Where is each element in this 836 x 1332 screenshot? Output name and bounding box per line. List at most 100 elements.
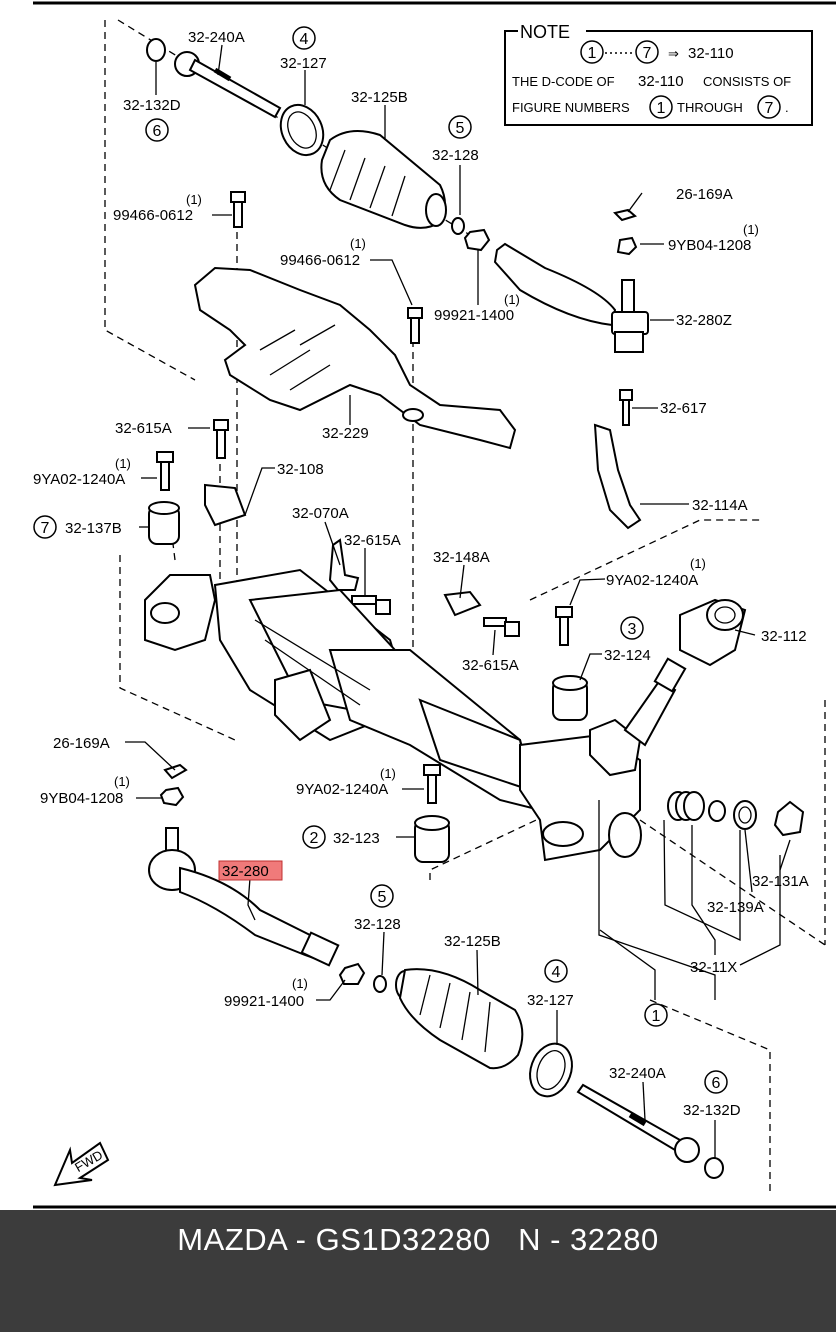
seal-ring xyxy=(708,800,726,822)
highlight-box-32-280 xyxy=(218,860,283,881)
heat-shield xyxy=(193,266,517,450)
bolt-32-615A-b xyxy=(351,595,391,615)
callout-2: 2 xyxy=(310,830,319,847)
qty-9YB04-top: (1) xyxy=(743,222,759,237)
label-32-229: 32-229 xyxy=(322,425,369,442)
bolt-9YA02-c xyxy=(423,764,441,804)
fwd-arrow-icon: FWD xyxy=(53,1141,110,1187)
label-32-112: 32-112 xyxy=(761,628,807,645)
part-number-caption: MAZDA - GS1D32280 N - 32280 xyxy=(177,1222,659,1257)
label-32-127-top: 32-127 xyxy=(280,55,327,72)
note-box: NOTE 1 7 ⇒ 32-110 THE D-CODE OF 32-110 C… xyxy=(504,22,813,126)
qty-9YA02-c: (1) xyxy=(380,766,396,781)
nut-99921-bottom xyxy=(338,962,366,985)
nut-9YB04-bottom xyxy=(159,786,185,807)
qty-99921-bottom: (1) xyxy=(292,976,308,991)
dash-guide-5 xyxy=(169,519,176,561)
label-9YB04-bottom: 9YB04-1208 xyxy=(40,790,123,807)
callout-1: 1 xyxy=(652,1008,661,1025)
band-clamp-top xyxy=(279,103,325,157)
steering-gear-assembly xyxy=(144,568,687,862)
nut-9YB04-top xyxy=(616,236,638,256)
band-clamp-bottom xyxy=(529,1042,573,1098)
label-32-128-top: 32-128 xyxy=(432,147,479,164)
clip-bottom xyxy=(373,975,387,993)
label-32-148A: 32-148A xyxy=(433,549,490,566)
inner-tie-rod-bottom xyxy=(576,1083,700,1163)
label-32-131A: 32-131A xyxy=(752,873,809,890)
cotter-pin-bottom xyxy=(163,763,188,780)
qty-9YA02-a: (1) xyxy=(115,456,131,471)
label-32-108: 32-108 xyxy=(277,461,324,478)
label-32-615A-c: 32-615A xyxy=(462,657,519,674)
label-32-127-bottom: 32-127 xyxy=(527,992,574,1009)
boot-top xyxy=(320,130,447,229)
label-32-615A-b: 32-615A xyxy=(344,532,401,549)
label-99921-bottom: 99921-1400 xyxy=(224,993,304,1010)
label-32-280Z: 32-280Z xyxy=(676,312,732,329)
label-32-114A: 32-114A xyxy=(692,497,748,514)
group-box-top-left xyxy=(104,20,196,381)
footer-bar xyxy=(0,1210,836,1332)
callout-6-top: 6 xyxy=(153,123,162,140)
note-arrow: ⇒ xyxy=(668,46,679,61)
label-32-240A-bottom: 32-240A xyxy=(609,1065,666,1082)
qty-99921-top: (1) xyxy=(504,292,520,307)
spring-32-11X xyxy=(667,791,705,821)
bracket-32-114A xyxy=(593,389,642,530)
label-32-280-highlighted[interactable]: 32-280 xyxy=(222,863,269,880)
inner-tie-rod-top xyxy=(174,51,282,119)
steering-gear-exploded-view: NOTE 1 7 ⇒ 32-110 THE D-CODE OF 32-110 C… xyxy=(33,1,836,1209)
label-32-137B: 32-137B xyxy=(65,520,122,537)
cover-32-131A xyxy=(773,800,805,837)
label-26-169A-top: 26-169A xyxy=(676,186,733,203)
note-line1-prefix: THE D-CODE OF xyxy=(512,74,615,89)
dash-guide-4 xyxy=(639,819,826,946)
label-9YA02-b: 9YA02-1240A xyxy=(606,572,698,589)
callout-6-bottom: 6 xyxy=(712,1075,721,1092)
label-32-132D-top: 32-132D xyxy=(123,97,181,114)
note-title: NOTE xyxy=(520,22,570,42)
bolt-9YA02-b xyxy=(555,606,573,646)
label-9YB04-top: 9YB04-1208 xyxy=(668,237,751,254)
boot-bottom xyxy=(395,968,524,1070)
note-line1-suffix: CONSISTS OF xyxy=(703,74,791,89)
label-32-070A: 32-070A xyxy=(292,505,349,522)
label-9YA02-a: 9YA02-1240A xyxy=(33,471,125,488)
clip-top xyxy=(451,217,465,235)
label-32-128-bottom: 32-128 xyxy=(354,916,401,933)
note-line2-from: 1 xyxy=(657,100,666,117)
bushing-32-124 xyxy=(552,675,588,721)
cotter-pin-top xyxy=(613,208,638,222)
label-32-123: 32-123 xyxy=(333,830,380,847)
label-32-240A-top: 32-240A xyxy=(188,29,245,46)
qty-99466-b: (1) xyxy=(350,236,366,251)
label-32-617: 32-617 xyxy=(660,400,707,417)
note-line2-mid: THROUGH xyxy=(677,100,743,115)
tie-rod-end-top xyxy=(493,242,649,353)
bracket-32-070A xyxy=(328,538,360,591)
leader-lines xyxy=(125,44,791,1158)
callout-7: 7 xyxy=(41,520,50,537)
dust-boot-32-112 xyxy=(679,598,747,667)
part-labels: 32-240A 32-127 32-132D 32-125B 32-128 (1… xyxy=(33,29,809,1119)
callout-4-bottom: 4 xyxy=(552,964,561,981)
clip-32-148A xyxy=(443,590,482,617)
note-line1-code: 32-110 xyxy=(638,73,684,90)
label-32-11X: 32-11X xyxy=(690,959,737,976)
qty-9YB04-bottom: (1) xyxy=(114,774,130,789)
bolt-9YA02-a xyxy=(156,451,174,491)
bushing-32-137B xyxy=(148,501,180,545)
group-box-right xyxy=(529,519,760,601)
note-line2-end: . xyxy=(785,100,789,115)
note-range-to: 7 xyxy=(643,45,652,62)
parts-diagram: NOTE 1 7 ⇒ 32-110 THE D-CODE OF 32-110 C… xyxy=(33,1,836,1209)
bolt-99466-a xyxy=(230,191,246,228)
callout-5-top: 5 xyxy=(456,120,465,137)
callout-numbers: 6 4 5 7 3 2 5 4 1 6 xyxy=(41,31,721,1092)
label-9YA02-c: 9YA02-1240A xyxy=(296,781,388,798)
label-99466-a: 99466-0612 xyxy=(113,207,193,224)
bushing-32-123 xyxy=(414,815,450,863)
qty-9YA02-b: (1) xyxy=(690,556,706,571)
note-line2-prefix: FIGURE NUMBERS xyxy=(512,100,630,115)
